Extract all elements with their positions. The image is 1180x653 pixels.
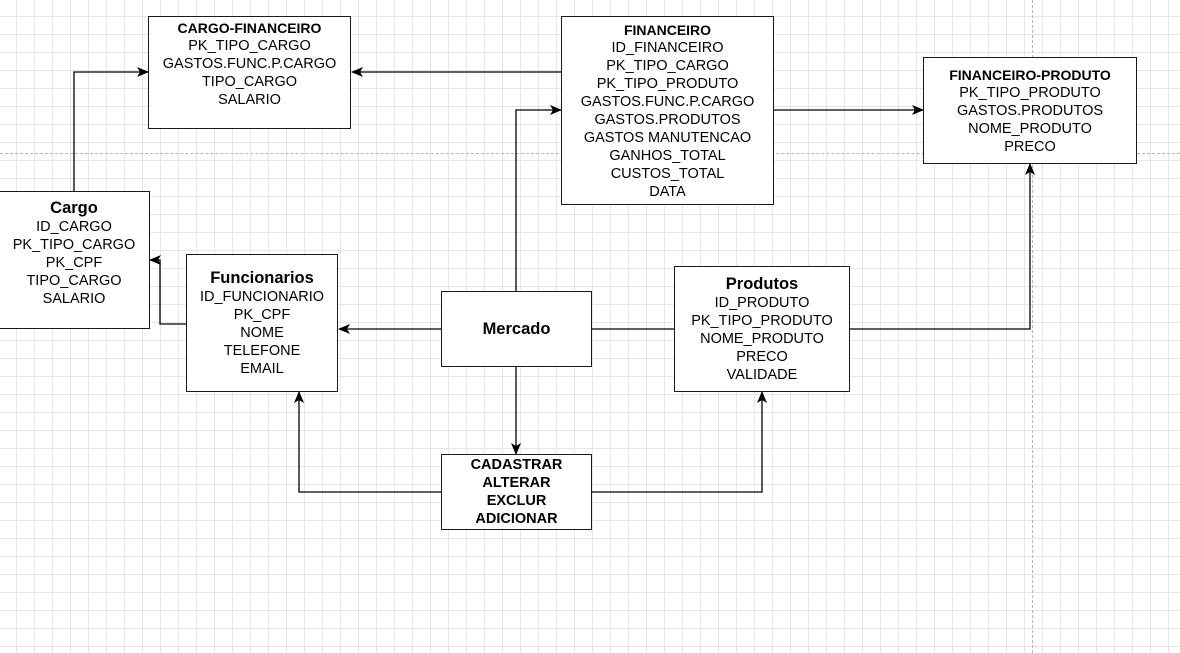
edge-acoes-to-produtos [592, 391, 767, 493]
entity-financeiro[interactable]: FINANCEIRO ID_FINANCEIRO PK_TIPO_CARGO P… [561, 16, 774, 205]
entity-acoes[interactable]: CADASTRAR ALTERAR EXCLUR ADICIONAR [441, 454, 592, 530]
field-preco: PRECO [1004, 139, 1056, 155]
field-ganhos-total: GANHOS_TOTAL [609, 148, 726, 164]
field-id-produto: ID_PRODUTO [714, 295, 810, 311]
entity-title: CARGO-FINANCEIRO [177, 20, 322, 36]
field-gastos-produtos: GASTOS.PRODUTOS [594, 112, 741, 128]
entity-title: Funcionarios [210, 269, 314, 287]
field-custos-total: CUSTOS_TOTAL [610, 166, 725, 182]
field-nome-produto: NOME_PRODUTO [968, 121, 1092, 137]
field-tipo-cargo: TIPO_CARGO [26, 273, 122, 289]
field-pk-tipo-cargo: PK_TIPO_CARGO [12, 237, 136, 253]
edge-cargo-to-cargo-financeiro [73, 67, 149, 191]
entity-produtos[interactable]: Produtos ID_PRODUTO PK_TIPO_PRODUTO NOME… [674, 266, 850, 392]
field-pk-tipo-produto: PK_TIPO_PRODUTO [596, 76, 739, 92]
entity-title: FINANCEIRO-PRODUTO [949, 67, 1111, 83]
field-pk-tipo-produto: PK_TIPO_PRODUTO [691, 313, 833, 329]
edge-acoes-to-funcionarios [294, 391, 441, 493]
field-gastos-func-p-cargo: GASTOS.FUNC.P.CARGO [162, 56, 337, 72]
edge-produtos-to-financeiro-produto [850, 163, 1035, 330]
field-data: DATA [649, 184, 686, 200]
field-email: EMAIL [240, 361, 284, 377]
field-id-cargo: ID_CARGO [36, 219, 112, 235]
entity-mercado[interactable]: Mercado [441, 291, 592, 367]
field-gastos-produtos: GASTOS.PRODUTOS [956, 103, 1104, 119]
field-id-financeiro: ID_FINANCEIRO [611, 40, 724, 56]
field-id-funcionario: ID_FUNCIONARIO [199, 289, 325, 305]
entity-cargo-financeiro[interactable]: CARGO-FINANCEIRO PK_TIPO_CARGO GASTOS.FU… [148, 16, 351, 129]
action-cadastrar: CADASTRAR [470, 457, 563, 473]
field-salario: SALARIO [218, 92, 281, 108]
field-tipo-cargo: TIPO_CARGO [201, 74, 298, 90]
entity-title: Mercado [482, 319, 551, 338]
field-pk-cpf: PK_CPF [45, 255, 103, 271]
edge-mercado-to-financeiro [515, 105, 562, 291]
field-pk-tipo-produto: PK_TIPO_PRODUTO [959, 85, 1101, 101]
field-gastos-func-p-cargo: GASTOS.FUNC.P.CARGO [580, 94, 755, 110]
field-preco: PRECO [736, 349, 788, 365]
field-nome: NOME [240, 325, 284, 341]
entity-financeiro-produto[interactable]: FINANCEIRO-PRODUTO PK_TIPO_PRODUTO GASTO… [923, 57, 1137, 164]
action-adicionar: ADICIONAR [475, 511, 558, 527]
field-validade: VALIDADE [726, 367, 798, 383]
page-break-vertical [1032, 0, 1033, 653]
entity-funcionarios[interactable]: Funcionarios ID_FUNCIONARIO PK_CPF NOME … [186, 254, 338, 392]
entity-cargo[interactable]: Cargo ID_CARGO PK_TIPO_CARGO PK_CPF TIPO… [0, 191, 150, 329]
field-pk-tipo-cargo: PK_TIPO_CARGO [606, 58, 729, 74]
field-gastos-manutencao: GASTOS MANUTENCAO [583, 130, 752, 146]
field-salario: SALARIO [42, 291, 106, 307]
entity-title: FINANCEIRO [623, 22, 712, 38]
field-nome-produto: NOME_PRODUTO [700, 331, 824, 347]
edge-funcionarios-to-cargo [149, 255, 186, 325]
entity-title: Cargo [50, 199, 98, 217]
field-telefone: TELEFONE [223, 343, 301, 359]
field-pk-cpf: PK_CPF [233, 307, 291, 323]
field-pk-tipo-cargo: PK_TIPO_CARGO [188, 38, 311, 54]
action-exclur: EXCLUR [486, 493, 547, 509]
entity-title: Produtos [725, 275, 799, 293]
action-alterar: ALTERAR [482, 475, 551, 491]
